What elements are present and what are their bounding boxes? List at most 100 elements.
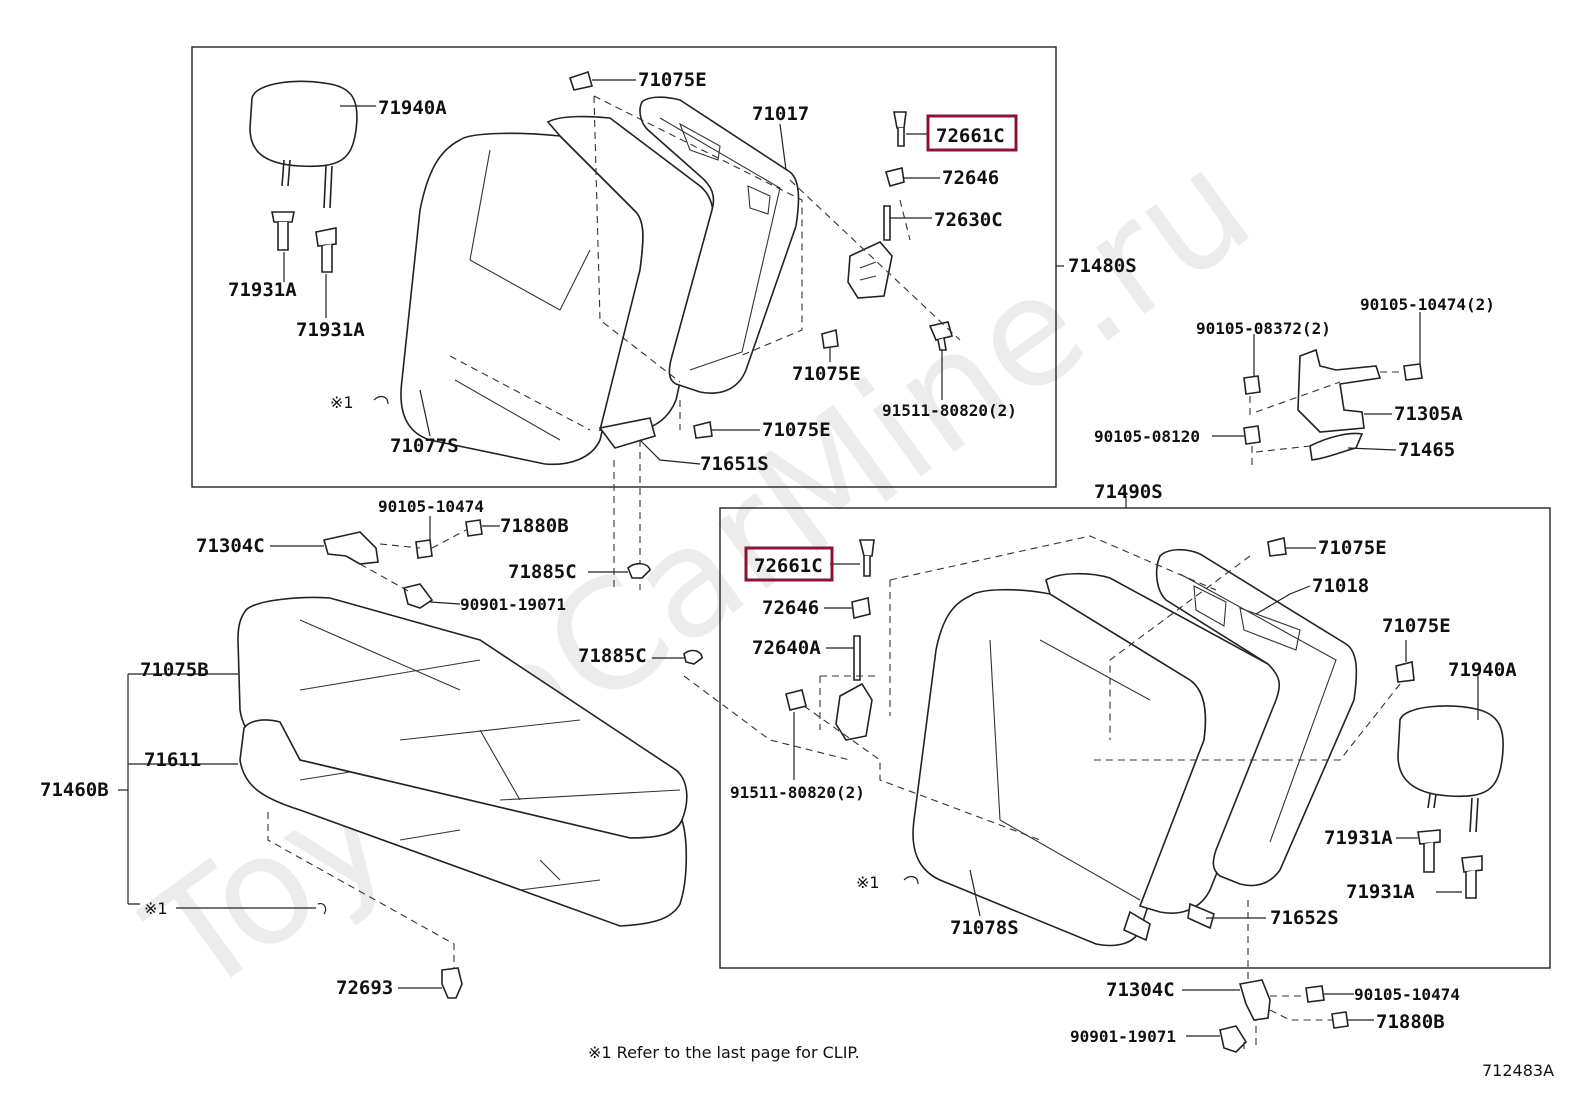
seatback-pad-upper: [400, 132, 644, 466]
label-71018[interactable]: 71018: [1312, 575, 1369, 597]
bolt-90105-08120: [1243, 425, 1261, 445]
guide-71931A-upper-a: [271, 211, 295, 251]
headrest-upper: [249, 80, 358, 209]
bezel-72646-upper: [885, 167, 905, 187]
label-71460B[interactable]: 71460B: [40, 779, 109, 801]
label-91511-upper[interactable]: 91511-80820(2): [882, 401, 1017, 420]
bolt-90901-left: [403, 583, 434, 609]
guide-71931A-upper-b: [315, 227, 337, 273]
clip-71880B-bottom: [1331, 1011, 1349, 1029]
label-71077S[interactable]: 71077S: [390, 435, 459, 457]
headrest-lower: [1397, 705, 1504, 833]
guide-71931A-lower-a: [1417, 829, 1441, 873]
hinge-71304C-bottom: [1238, 979, 1271, 1021]
clip-ref-lower: ※1: [856, 873, 880, 892]
highlight-box-upper: [926, 114, 1018, 152]
seatback-frame-71017: [639, 96, 800, 394]
label-90105-08372[interactable]: 90105-08372(2): [1196, 319, 1331, 338]
clip-72693: [441, 967, 463, 999]
label-71075E-a[interactable]: 71075E: [638, 69, 707, 91]
bolt-90105-10474-r: [1403, 363, 1423, 381]
seatback-cover-lower: [1045, 572, 1282, 914]
lock-knob-72661C-lower: [858, 539, 875, 577]
bolt-91511-upper: [928, 321, 953, 351]
label-72661C-lower[interactable]: 72661C: [754, 555, 823, 577]
seatback-pad-lower: [912, 588, 1207, 947]
label-71885C-a[interactable]: 71885C: [508, 561, 577, 583]
label-71078S[interactable]: 71078S: [950, 917, 1019, 939]
hinge-bracket-71305A: [1297, 348, 1382, 433]
bolt-91511-lower: [785, 689, 807, 711]
upper-assembly-frame: [191, 46, 1057, 488]
label-71305A[interactable]: 71305A: [1394, 403, 1463, 425]
label-72646-upper[interactable]: 72646: [942, 167, 999, 189]
label-71885C-b[interactable]: 71885C: [578, 645, 647, 667]
lock-assembly-72640A: [835, 635, 873, 741]
clip-ref-left: ※1: [144, 899, 168, 918]
label-71017[interactable]: 71017: [752, 103, 809, 125]
seatback-frame-71018: [1155, 548, 1358, 887]
label-72646-lower[interactable]: 72646: [762, 597, 819, 619]
label-72630C[interactable]: 72630C: [934, 209, 1003, 231]
label-71075E-d[interactable]: 71075E: [1318, 537, 1387, 559]
clip-71885C-b: [683, 649, 703, 665]
label-72640A[interactable]: 72640A: [752, 637, 821, 659]
label-71304C-left[interactable]: 71304C: [196, 535, 265, 557]
label-90105-08120[interactable]: 90105-08120: [1094, 427, 1200, 446]
label-71931A-upper-b[interactable]: 71931A: [296, 319, 365, 341]
label-71480S[interactable]: 71480S: [1068, 255, 1137, 277]
bolt-90105-08372: [1243, 375, 1261, 395]
label-71931A-lower-a[interactable]: 71931A: [1324, 827, 1393, 849]
clip-ref-symbol-upper: [373, 395, 389, 405]
label-91511-lower[interactable]: 91511-80820(2): [730, 783, 865, 802]
clip-71075E-upper-a: [568, 70, 594, 91]
label-90105-10474-2[interactable]: 90105-10474(2): [1360, 295, 1495, 314]
label-90901-bottom[interactable]: 90901-19071: [1070, 1027, 1176, 1046]
diagram-id: 712483A: [1482, 1061, 1554, 1080]
label-71490S[interactable]: 71490S: [1094, 481, 1163, 503]
label-71931A-lower-b[interactable]: 71931A: [1346, 881, 1415, 903]
bolt-90901-bottom: [1219, 1025, 1248, 1053]
bolt-90105-10474-bottom: [1305, 985, 1325, 1003]
cover-strip-71651S: [598, 417, 656, 449]
label-71465[interactable]: 71465: [1398, 439, 1455, 461]
clip-71075E-upper-b: [821, 328, 839, 349]
bezel-72646-lower: [851, 597, 871, 619]
clip-71075E-lower-b: [1395, 661, 1415, 683]
label-72693[interactable]: 72693: [336, 977, 393, 999]
label-71075E-e[interactable]: 71075E: [1382, 615, 1451, 637]
label-71940A-upper[interactable]: 71940A: [378, 97, 447, 119]
footnote: ※1 Refer to the last page for CLIP.: [588, 1043, 860, 1062]
clip-71075E-lower-a: [1267, 537, 1287, 557]
lower-right-assembly-frame: [719, 507, 1551, 969]
label-90105-10474-bottom[interactable]: 90105-10474: [1354, 985, 1460, 1004]
label-71611[interactable]: 71611: [144, 749, 201, 771]
label-71940A-lower[interactable]: 71940A: [1448, 659, 1517, 681]
label-71880B-bottom[interactable]: 71880B: [1376, 1011, 1445, 1033]
label-71075E-c[interactable]: 71075E: [762, 419, 831, 441]
label-71075B[interactable]: 71075B: [140, 659, 209, 681]
seat-cushion-pad-71611: [239, 719, 688, 927]
label-71304C-bottom[interactable]: 71304C: [1106, 979, 1175, 1001]
clip-ref-upper: ※1: [330, 393, 354, 412]
hinge-71304C-left: [322, 531, 379, 565]
lock-knob-72661C-upper: [893, 111, 907, 147]
clip-71880B-left: [465, 519, 483, 537]
label-71652S[interactable]: 71652S: [1270, 907, 1339, 929]
highlight-box-lower: [744, 546, 834, 582]
label-71931A-upper-a[interactable]: 71931A: [228, 279, 297, 301]
label-72661C-upper[interactable]: 72661C: [936, 125, 1005, 147]
lock-assembly-72630C: [847, 205, 893, 299]
label-71651S[interactable]: 71651S: [700, 453, 769, 475]
label-90901-left[interactable]: 90901-19071: [460, 595, 566, 614]
bolt-90105-10474-left: [415, 539, 433, 559]
clip-71885C-a: [627, 562, 651, 579]
cover-71465: [1309, 432, 1364, 461]
label-90105-10474-left[interactable]: 90105-10474: [378, 497, 484, 516]
cover-strip-71652S: [1123, 910, 1151, 942]
clip-ref-symbol-lower: [903, 875, 919, 885]
label-71075E-b[interactable]: 71075E: [792, 363, 861, 385]
label-71880B-left[interactable]: 71880B: [500, 515, 569, 537]
guide-71931A-lower-b: [1461, 855, 1483, 899]
